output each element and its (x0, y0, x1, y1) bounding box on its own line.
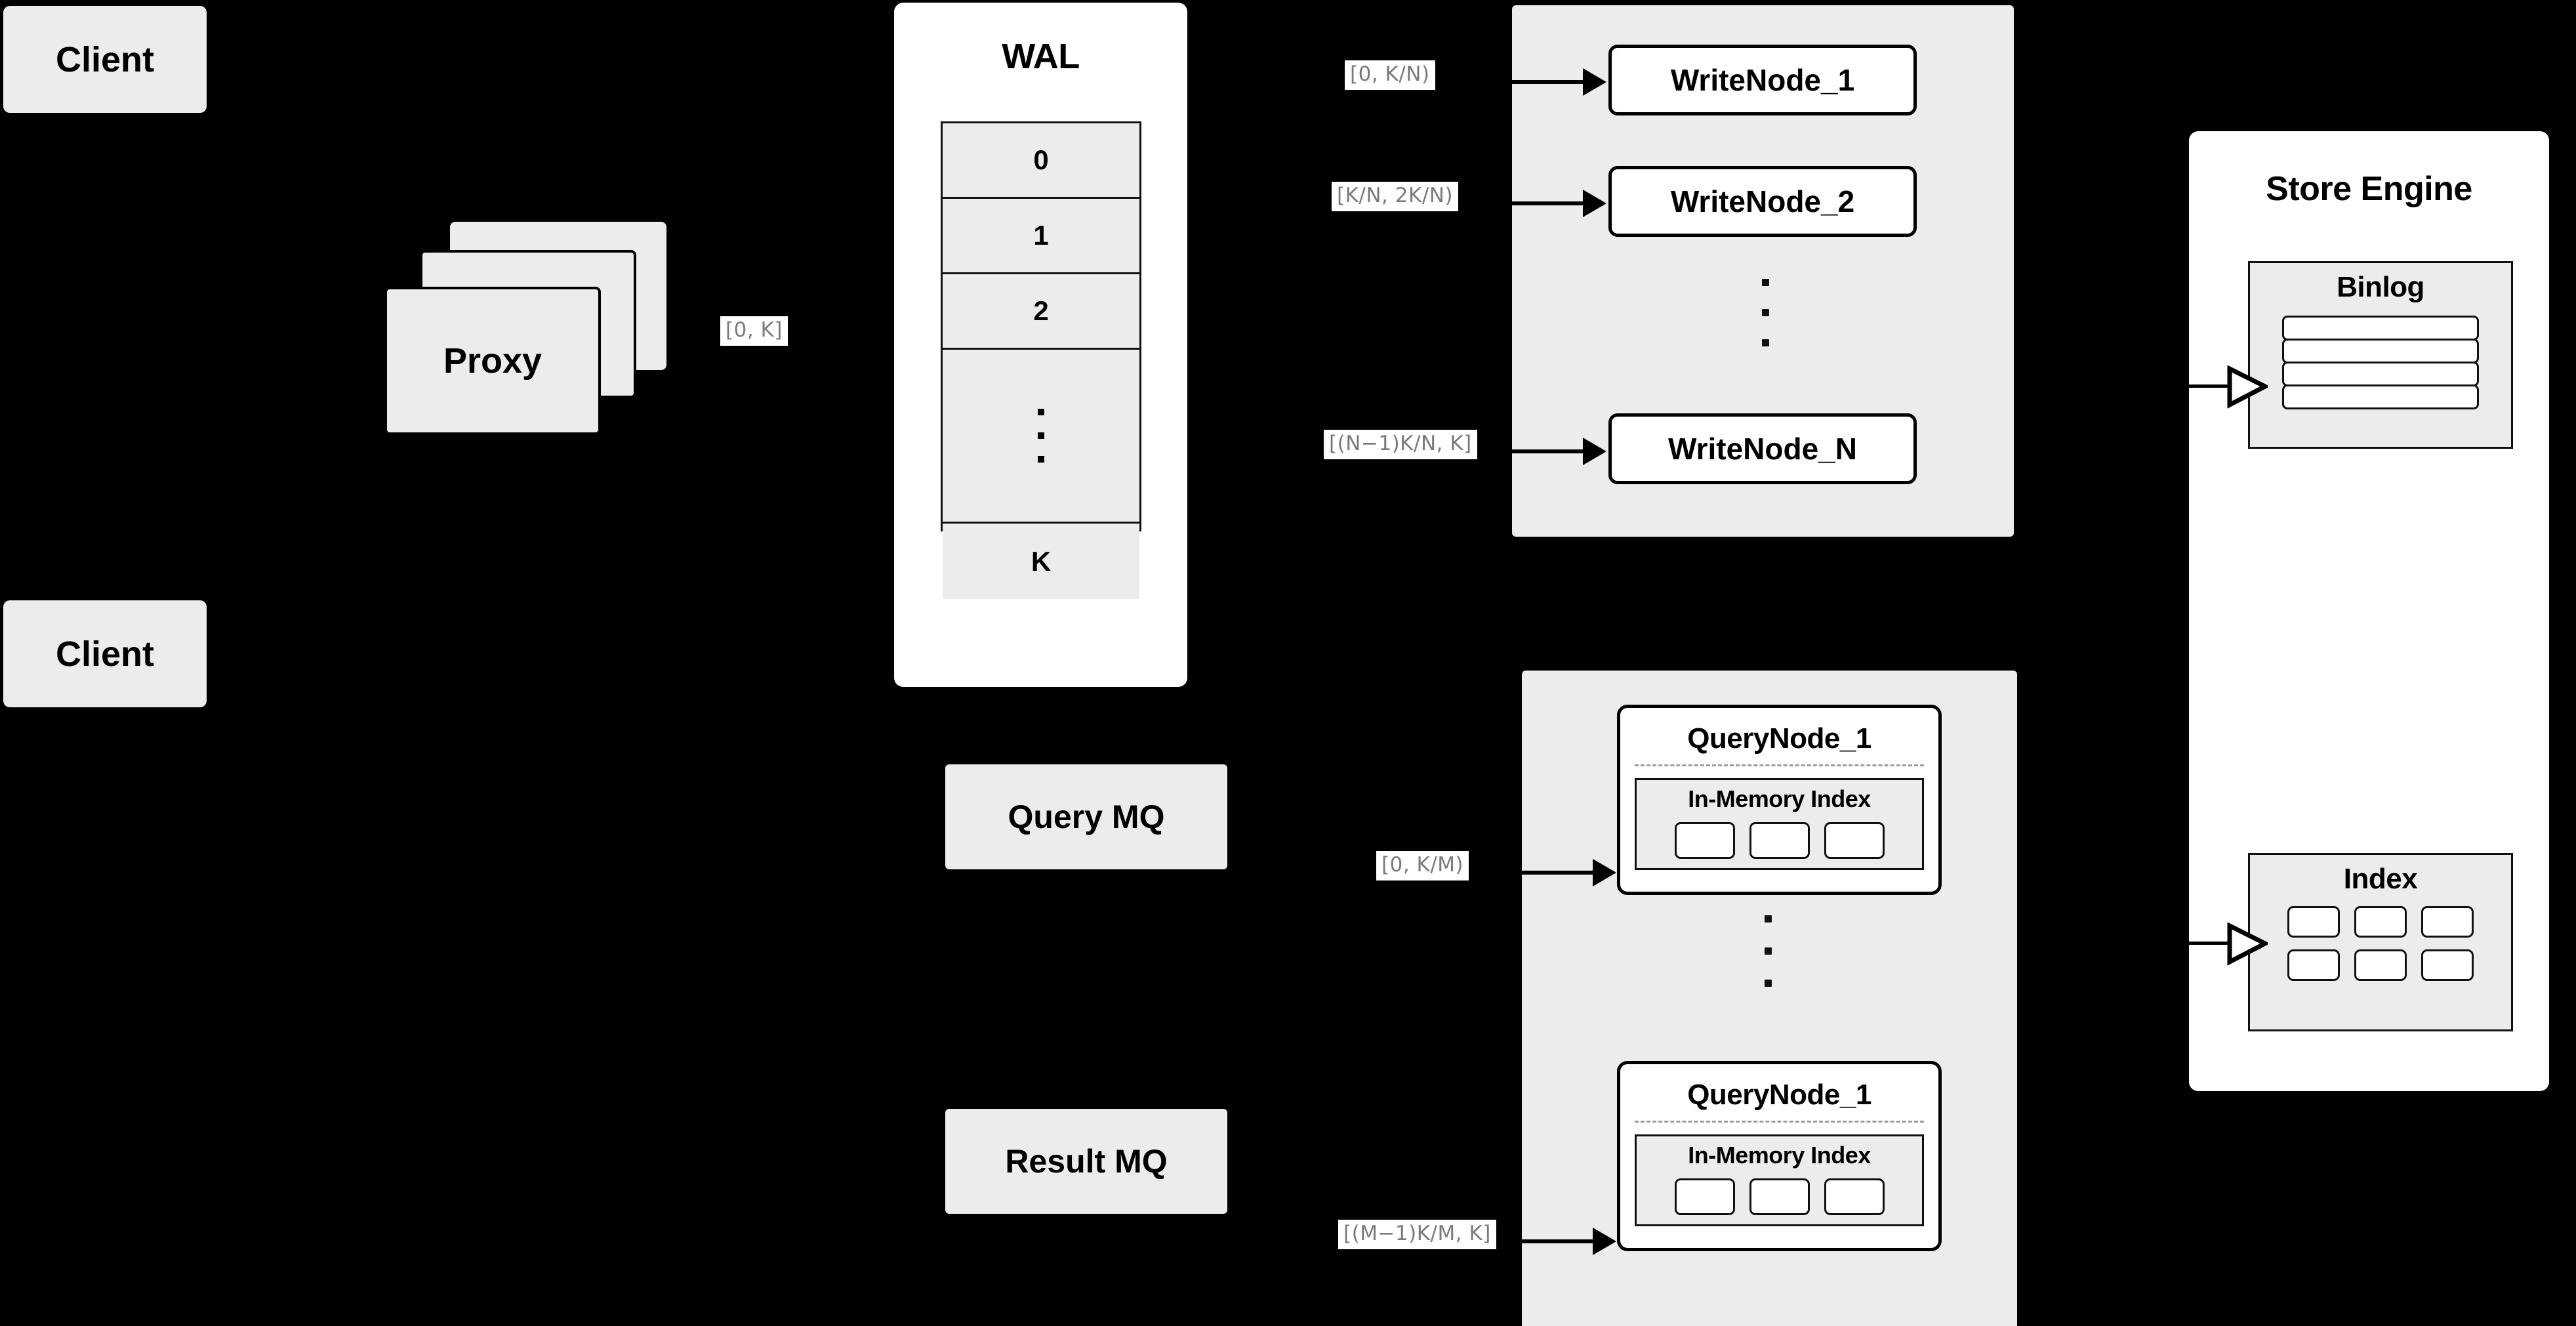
query-mq-box[interactable]: Query MQ (945, 764, 1227, 869)
wal-table: 0 1 2 K (941, 121, 1141, 599)
arrow-line-to-write-node-n (1512, 449, 1584, 453)
query-node-2[interactable]: QueryNode_1 In-Memory Index (1617, 1061, 1942, 1251)
wal-row: 2 (943, 274, 1139, 350)
index-cell (1749, 1178, 1810, 1215)
query-node-1-label: QueryNode_1 (1687, 722, 1871, 755)
index-cells (2272, 906, 2489, 981)
in-memory-index-2: In-Memory Index (1635, 1134, 1924, 1226)
index-cell (1824, 822, 1885, 859)
wal-row-ellipsis (943, 350, 1139, 524)
in-memory-index-2-title: In-Memory Index (1688, 1142, 1871, 1169)
write-node-n[interactable]: WriteNode_N (1608, 413, 1917, 484)
in-memory-index-1-cells (1637, 822, 1922, 859)
client-label-1: Client (55, 39, 154, 79)
index-cell (2354, 906, 2407, 938)
arrow-line-to-index (2189, 942, 2235, 945)
binlog-rows (2282, 316, 2479, 409)
index-title: Index (2343, 863, 2418, 895)
wal-row: 1 (943, 199, 1139, 274)
index-cell (2354, 949, 2407, 981)
range-label-write-node-2: [K/N, 2K/N) (1332, 182, 1459, 211)
range-label-proxy-to-wal: [0, K] (720, 316, 788, 346)
query-node-1-divider (1635, 764, 1924, 766)
in-memory-index-1: In-Memory Index (1635, 778, 1924, 870)
range-label-query-node-1: [0, K/M) (1376, 851, 1469, 881)
index-cell (1749, 822, 1810, 859)
client-box-1[interactable]: Client (3, 6, 207, 113)
wal-row: K (943, 524, 1139, 599)
arrow-head-to-query-node-1 (1593, 859, 1616, 886)
index-cell (2287, 906, 2340, 938)
store-engine-title: Store Engine (2266, 170, 2472, 208)
arrow-head-to-write-node-n (1583, 438, 1606, 465)
index-cell (2421, 949, 2474, 981)
write-node-1-label: WriteNode_1 (1670, 63, 1855, 97)
proxy-label: Proxy (443, 341, 542, 381)
in-memory-index-2-cells (1637, 1178, 1922, 1215)
query-node-1[interactable]: QueryNode_1 In-Memory Index (1617, 705, 1942, 895)
write-node-ellipsis (1761, 279, 1769, 346)
binlog-row (2282, 316, 2479, 341)
index-group: Index (2248, 853, 2513, 1031)
arrow-line-to-query-node-2 (1522, 1239, 1594, 1243)
arrow-line-to-binlog (2189, 384, 2235, 388)
result-mq-label: Result MQ (1005, 1143, 1168, 1180)
write-node-2[interactable]: WriteNode_2 (1608, 166, 1917, 237)
arrow-head-to-write-node-2 (1583, 190, 1606, 217)
binlog-row (2282, 384, 2479, 409)
arrow-line-to-query-node-1 (1522, 871, 1594, 875)
query-mq-label: Query MQ (1008, 798, 1165, 835)
query-node-2-divider (1635, 1121, 1924, 1123)
write-node-1[interactable]: WriteNode_1 (1608, 45, 1917, 115)
binlog-group: Binlog (2248, 261, 2513, 449)
write-node-2-label: WriteNode_2 (1670, 184, 1855, 218)
query-node-2-label: QueryNode_1 (1687, 1079, 1871, 1111)
arrow-head-to-query-node-2 (1593, 1228, 1616, 1255)
arrow-line-to-write-node-2 (1512, 201, 1584, 205)
index-cell (2421, 906, 2474, 938)
binlog-title: Binlog (2337, 271, 2424, 303)
range-label-write-node-1: [0, K/N) (1345, 60, 1435, 90)
range-label-query-node-2: [(M−1)K/M, K] (1338, 1220, 1496, 1249)
binlog-row (2282, 339, 2479, 363)
arrow-head-open-to-binlog (2227, 365, 2268, 409)
wal-row: 0 (943, 123, 1139, 199)
binlog-row (2282, 362, 2479, 386)
write-node-n-label: WriteNode_N (1668, 432, 1857, 466)
result-mq-box[interactable]: Result MQ (945, 1109, 1227, 1214)
arrow-line-to-write-node-1 (1512, 80, 1584, 84)
client-label-2: Client (55, 634, 154, 674)
index-cell (1824, 1178, 1885, 1215)
wal-title: WAL (1002, 37, 1080, 76)
client-box-2[interactable]: Client (3, 600, 207, 707)
index-cell (1674, 822, 1735, 859)
proxy-box[interactable]: Proxy (384, 287, 601, 435)
query-node-ellipsis (1765, 915, 1772, 987)
range-label-write-node-n: [(N−1)K/N, K] (1324, 430, 1477, 459)
arrow-head-open-to-index (2227, 922, 2268, 966)
index-cell (2287, 949, 2340, 981)
index-cell (1674, 1178, 1735, 1215)
in-memory-index-1-title: In-Memory Index (1688, 785, 1871, 812)
arrow-head-to-write-node-1 (1583, 68, 1606, 96)
